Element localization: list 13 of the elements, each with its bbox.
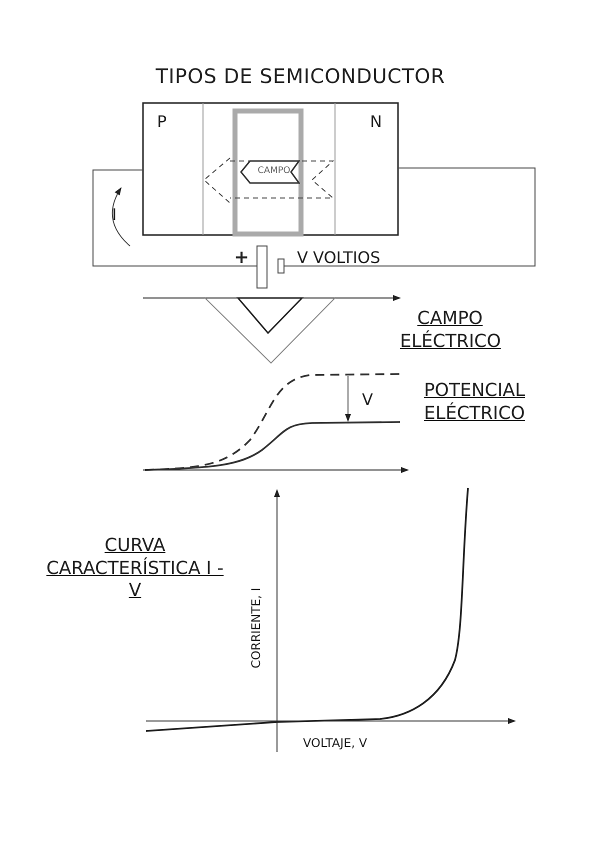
field-arrow: CAMPO <box>240 160 300 184</box>
polarity-sign: + <box>234 246 250 270</box>
axis-label: VOLTAJE, V <box>303 735 368 751</box>
region-label: N <box>370 111 382 133</box>
voltage-label: V VOLTIOS <box>297 247 380 269</box>
graph-title: CURVA CARACTERÍSTICA I - V <box>45 535 225 602</box>
region-label: P <box>157 111 167 133</box>
voltage-label: V <box>362 389 373 411</box>
diagram-title: TIPOS DE SEMICONDUCTOR <box>154 63 446 90</box>
graph-title: POTENCIAL ELÉCTRICO <box>422 380 526 425</box>
current-label: I <box>112 204 117 226</box>
graph-title: CAMPO ELÉCTRICO <box>400 308 500 353</box>
axis-label: CORRIENTE, I <box>248 588 264 668</box>
